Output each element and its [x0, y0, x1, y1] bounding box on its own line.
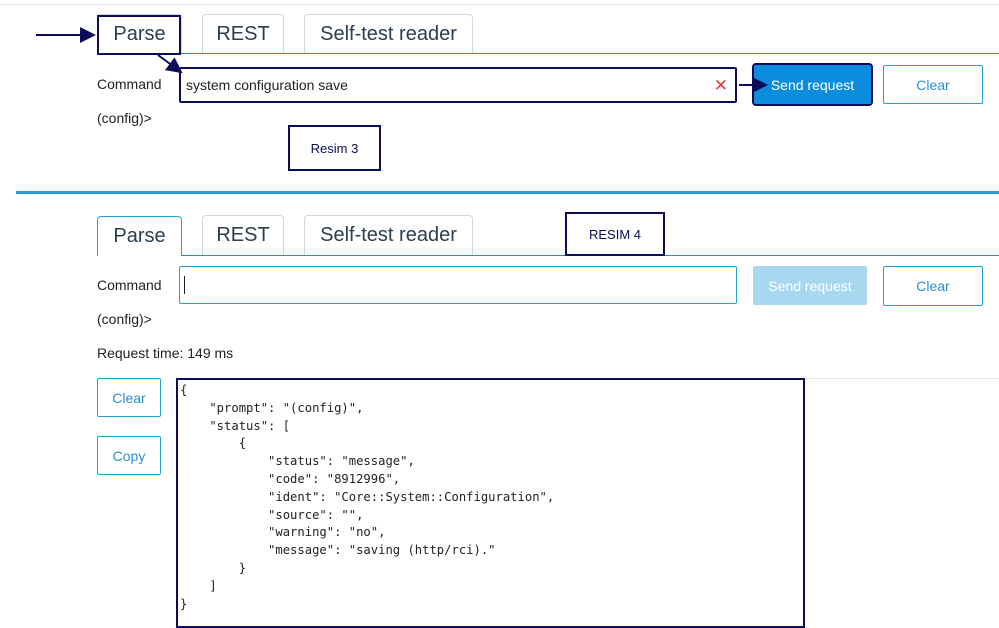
annotation-resim-4: RESIM 4 — [565, 212, 665, 256]
tab-self-test-reader[interactable]: Self-test reader — [304, 215, 473, 255]
json-output-text: { "prompt": "(config)", "status": [ { "s… — [180, 383, 555, 611]
tab-rest[interactable]: REST — [202, 215, 284, 255]
output-clear-button[interactable]: Clear — [97, 378, 161, 417]
clear-label: Clear — [916, 278, 950, 294]
tab-label: Self-test reader — [320, 224, 457, 246]
clear-button[interactable]: Clear — [883, 266, 983, 306]
send-request-button[interactable]: Send request — [753, 266, 867, 305]
command-label: Command — [97, 277, 162, 293]
tab-label: Parse — [113, 225, 166, 247]
tab-rest[interactable]: REST — [202, 14, 284, 54]
output-clear-label: Clear — [112, 389, 146, 406]
arrow-to-command-input — [157, 54, 183, 74]
send-request-label: Send request — [768, 277, 852, 294]
command-input[interactable] — [179, 266, 737, 304]
section-divider — [16, 191, 999, 194]
tab-underline — [180, 53, 999, 54]
annotation-arrows — [36, 27, 768, 93]
copy-button[interactable]: Copy — [97, 436, 161, 475]
prompt-text: (config)> — [97, 311, 152, 327]
annotation-label: RESIM 4 — [588, 226, 641, 242]
clear-label: Clear — [916, 76, 950, 93]
copy-label: Copy — [112, 447, 146, 464]
annotation-box-parse — [97, 15, 181, 55]
send-request-label: Send request — [770, 76, 855, 93]
tab-self-test-reader[interactable]: Self-test reader — [304, 14, 473, 54]
output-border — [805, 378, 999, 379]
annotation-resim-3: Resim 3 — [288, 125, 381, 171]
request-time: Request time: 149 ms — [97, 345, 234, 361]
send-request-button[interactable]: Send request — [752, 63, 873, 106]
command-input[interactable]: system configuration save ✕ — [179, 67, 737, 103]
tab-parse[interactable]: Parse — [97, 216, 182, 256]
annotation-label: Resim 3 — [310, 140, 359, 156]
prompt-text: (config)> — [97, 110, 152, 126]
json-output[interactable]: { "prompt": "(config)", "status": [ { "s… — [176, 378, 805, 628]
close-icon[interactable]: ✕ — [713, 76, 728, 95]
clear-button[interactable]: Clear — [883, 65, 983, 104]
tab-parse[interactable]: Parse — [97, 14, 182, 54]
command-label: Command — [97, 76, 162, 92]
tab-label: REST — [216, 23, 270, 45]
command-input-value: system configuration save — [186, 77, 348, 93]
tab-label: Parse — [113, 23, 166, 45]
tab-label: Self-test reader — [320, 23, 457, 45]
top-border — [0, 4, 999, 5]
tab-label: REST — [216, 224, 270, 246]
text-cursor — [184, 276, 185, 294]
